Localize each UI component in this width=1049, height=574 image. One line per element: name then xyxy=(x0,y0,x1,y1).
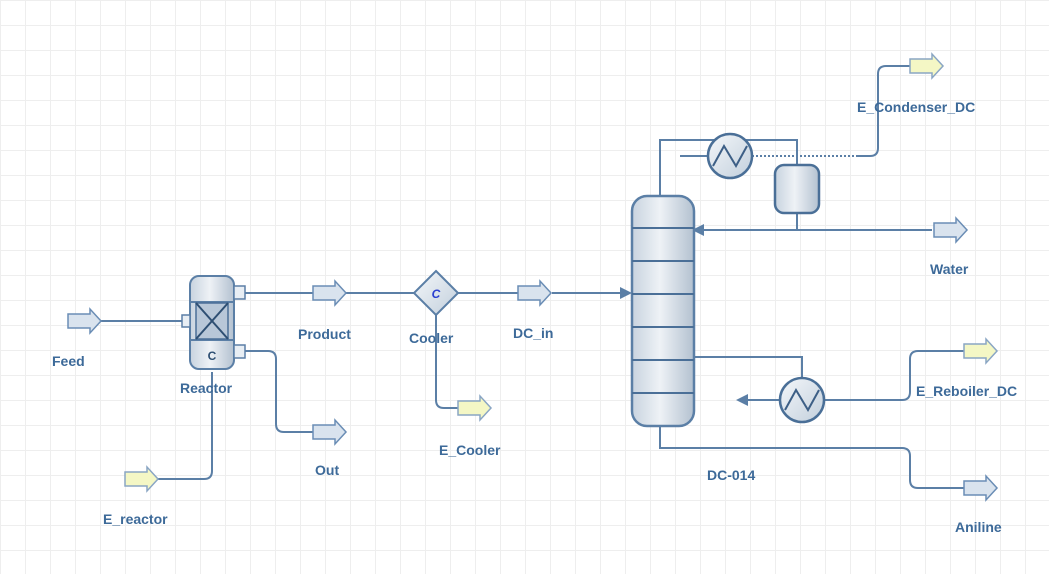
e-reboiler-energy-arrow[interactable] xyxy=(963,337,999,365)
e-condenser-energy-arrow[interactable] xyxy=(909,52,945,80)
reboiler-feed-line[interactable] xyxy=(694,356,803,378)
water-stream-arrow[interactable] xyxy=(933,216,969,244)
product-stream-arrow[interactable] xyxy=(312,279,348,307)
condenser-unit[interactable] xyxy=(706,132,754,180)
out-stream-arrow[interactable] xyxy=(312,418,348,446)
column-label: DC-014 xyxy=(707,467,755,483)
water-label: Water xyxy=(930,261,969,277)
feed-stream-arrow[interactable] xyxy=(67,307,103,335)
cooler-to-ecooler-line[interactable] xyxy=(435,313,458,409)
cooler-unit[interactable] xyxy=(412,269,460,317)
dc-in-stream-arrow[interactable] xyxy=(517,279,553,307)
reactor-badge: C xyxy=(208,349,217,363)
reactor-to-out-line[interactable] xyxy=(245,350,313,433)
distillation-column[interactable] xyxy=(630,194,696,428)
e-reboiler-label: E_Reboiler_DC xyxy=(916,383,1017,399)
e-cooler-label: E_Cooler xyxy=(439,442,501,458)
out-label: Out xyxy=(315,462,339,478)
reboiler-unit[interactable] xyxy=(778,376,826,424)
e-reactor-energy-arrow[interactable] xyxy=(124,465,160,493)
reflux-drum[interactable] xyxy=(773,163,821,215)
reactor-unit[interactable] xyxy=(181,275,246,370)
e-condenser-line[interactable] xyxy=(856,65,910,157)
e-cooler-energy-arrow[interactable] xyxy=(457,394,493,422)
e-reactor-line[interactable] xyxy=(158,372,213,480)
e-condenser-label: E_Condenser_DC xyxy=(857,99,975,115)
product-label: Product xyxy=(298,326,351,342)
aniline-line[interactable] xyxy=(659,425,964,489)
cooler-badge: C xyxy=(432,287,441,301)
aniline-stream-arrow[interactable] xyxy=(963,474,999,502)
cooler-label: Cooler xyxy=(409,330,454,346)
dc-in-label: DC_in xyxy=(513,325,553,341)
feed-label: Feed xyxy=(52,353,85,369)
reactor-label: Reactor xyxy=(180,380,233,396)
e-reboiler-line[interactable] xyxy=(825,350,964,401)
aniline-label: Aniline xyxy=(955,519,1002,535)
e-reactor-label: E_reactor xyxy=(103,511,168,527)
